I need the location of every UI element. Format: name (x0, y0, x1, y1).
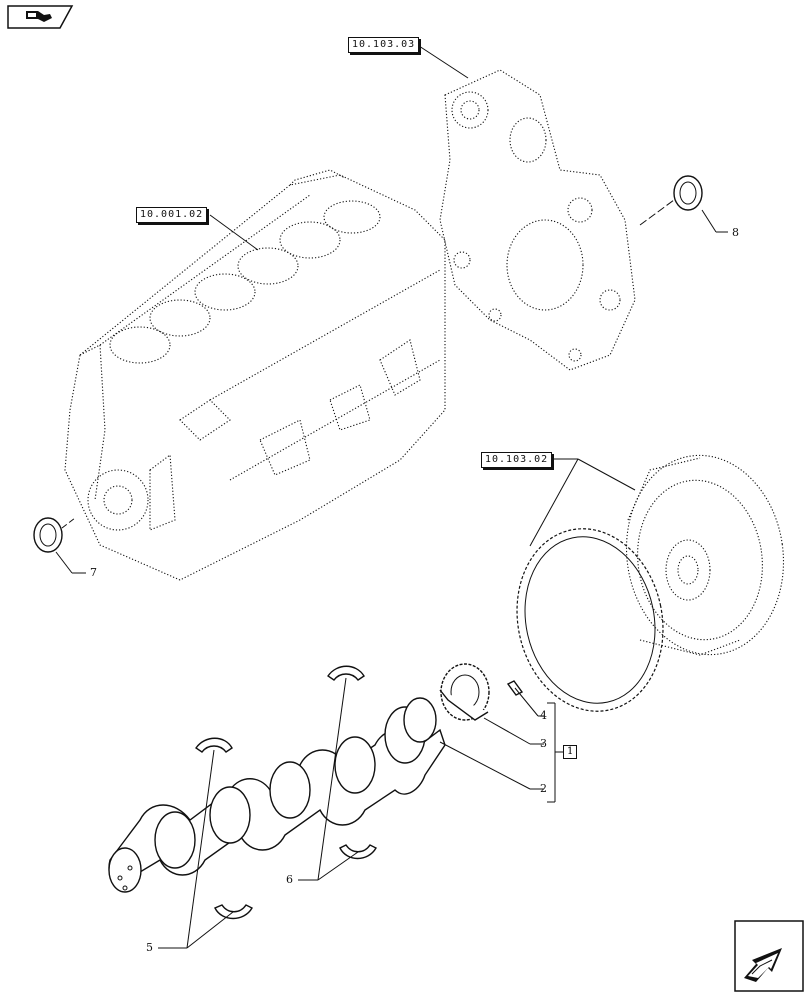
callout-1-box: 1 (563, 745, 578, 759)
callout-2: 2 (540, 782, 547, 795)
ref-timing-cover[interactable]: 10.103.03 (348, 37, 420, 53)
ref-flywheel[interactable]: 10.103.02 (481, 452, 553, 468)
bearing-shells-drawing (195, 665, 377, 920)
flywheel-drawing (625, 454, 785, 656)
crankshaft-gear-drawing (439, 663, 490, 721)
seal-7-drawing (33, 517, 76, 553)
book-nav-icon[interactable] (6, 4, 74, 34)
ref-engine-block[interactable]: 10.001.02 (136, 207, 208, 223)
leader-lines (55, 43, 728, 949)
crankshaft-drawing (108, 697, 446, 893)
callout-3: 3 (540, 737, 547, 750)
ring-gear-drawing (516, 528, 664, 712)
callout-7: 7 (90, 566, 97, 579)
callout-4: 4 (540, 709, 547, 722)
next-page-arrow-icon[interactable] (734, 920, 804, 996)
callout-5: 5 (146, 941, 153, 954)
seal-8-drawing (639, 175, 703, 226)
timing-cover-drawing (439, 69, 636, 371)
callout-6: 6 (286, 873, 293, 886)
engine-block-drawing (64, 169, 446, 581)
callout-8: 8 (732, 226, 739, 239)
